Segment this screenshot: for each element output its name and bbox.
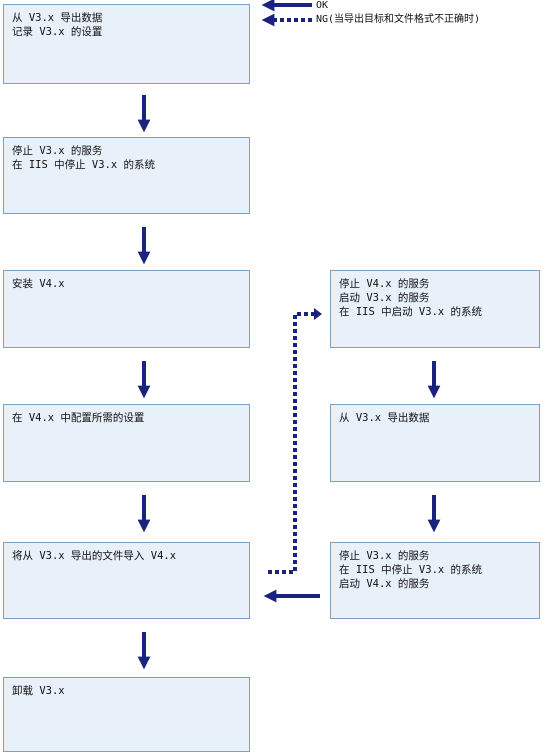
legend-ok-label: OK xyxy=(316,0,329,11)
step-text: 在 IIS 中启动 V3.x 的系统 xyxy=(339,306,483,318)
step-text: 记录 V3.x 的设置 xyxy=(12,26,103,38)
step-text: 在 IIS 中停止 V3.x 的系统 xyxy=(339,564,483,576)
step-text: 从 V3.x 导出数据 xyxy=(339,412,430,424)
step-text: 安装 V4.x xyxy=(12,278,65,290)
step-text: 启动 V3.x 的服务 xyxy=(339,292,430,304)
step-text: 在 V4.x 中配置所需的设置 xyxy=(12,412,145,424)
legend-ng-label: NG(当导出目标和文件格式不正确时) xyxy=(316,14,481,25)
rollback-step-stop-v4-start-v3: 停止 V4.x 的服务 启动 V3.x 的服务 在 IIS 中启动 V3.x 的… xyxy=(330,270,540,348)
step-uninstall-v3: 卸载 V3.x xyxy=(3,677,250,752)
ng-arrowhead xyxy=(314,308,322,320)
step-install-v4: 安装 V4.x xyxy=(3,270,250,348)
step-text: 将从 V3.x 导出的文件导入 V4.x xyxy=(12,550,177,562)
rollback-step-stop-v3-start-v4: 停止 V3.x 的服务 在 IIS 中停止 V3.x 的系统 启动 V4.x 的… xyxy=(330,542,540,619)
step-text: 停止 V3.x 的服务 xyxy=(12,145,103,157)
step-text: 停止 V3.x 的服务 xyxy=(339,550,430,562)
step-text: 卸载 V3.x xyxy=(12,685,65,697)
ng-dotted-connector xyxy=(268,312,314,574)
rollback-step-export-v3-data: 从 V3.x 导出数据 xyxy=(330,404,540,482)
step-stop-v3-service: 停止 V3.x 的服务 在 IIS 中停止 V3.x 的系统 xyxy=(3,137,250,214)
step-export-v3-data: 从 V3.x 导出数据 记录 V3.x 的设置 xyxy=(3,4,250,84)
step-text: 从 V3.x 导出数据 xyxy=(12,12,103,24)
step-text: 在 IIS 中停止 V3.x 的系统 xyxy=(12,159,156,171)
step-import-into-v4: 将从 V3.x 导出的文件导入 V4.x xyxy=(3,542,250,619)
step-text: 启动 V4.x 的服务 xyxy=(339,578,430,590)
step-configure-v4: 在 V4.x 中配置所需的设置 xyxy=(3,404,250,482)
step-text: 停止 V4.x 的服务 xyxy=(339,278,430,290)
